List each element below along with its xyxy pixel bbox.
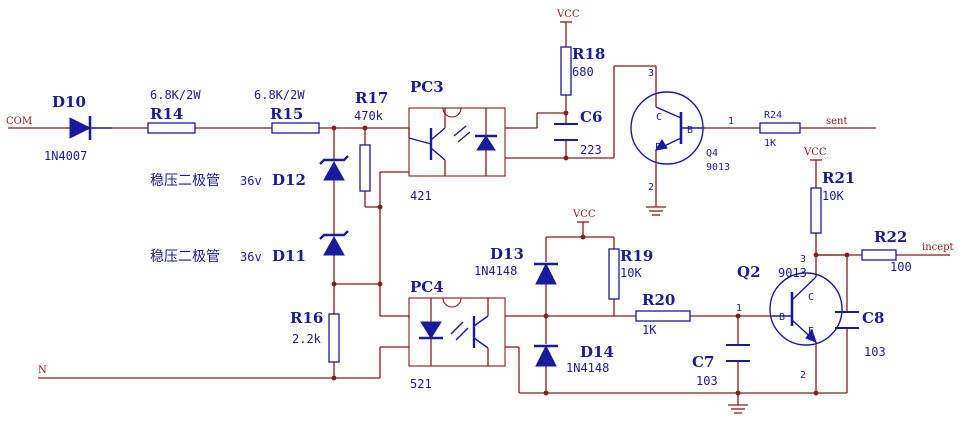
resistor-r15 [271, 122, 320, 134]
resistor-r20 [635, 310, 691, 322]
zener-d12 [319, 155, 349, 181]
c6-ref: C6 [580, 108, 602, 126]
vcc-mid-symbol: VCC [572, 209, 596, 223]
r18-ref: R18 [572, 45, 605, 63]
r14-ref: R14 [150, 105, 183, 123]
net-com-label: COM [6, 116, 32, 127]
r16-ref: R16 [290, 309, 323, 327]
c7-value: 103 [696, 374, 718, 388]
resistor-r21 [810, 187, 822, 234]
r19-value: 10K [620, 266, 642, 280]
r17-ref: R17 [355, 89, 388, 107]
pc3-part: 421 [410, 189, 432, 203]
q4-pin-emitter: 2 [648, 182, 654, 193]
transistor-q2 [769, 272, 843, 346]
q2-c-mark: C [808, 292, 814, 303]
vcc-right-label: VCC [803, 147, 827, 158]
vcc-mid-label: VCC [572, 209, 596, 220]
q4-e-mark: E [655, 142, 661, 153]
resistor-r18 [560, 46, 572, 96]
d11-rating: 36v [240, 250, 262, 264]
q2-pin-base: 1 [736, 303, 742, 314]
d10-ref: D10 [52, 93, 86, 111]
resistor-r19 [608, 248, 620, 300]
r14-value: 6.8K/2W [150, 88, 201, 102]
d11-ref: D11 [272, 247, 306, 265]
d14-ref: D14 [580, 343, 614, 361]
r24-value: 1K [764, 138, 776, 149]
c8-value: 103 [864, 345, 886, 359]
d14-value: 1N4148 [566, 361, 609, 375]
r20-value: 1K [642, 323, 657, 337]
resistor-r22 [861, 249, 897, 261]
q4-c-mark: C [656, 112, 662, 123]
d12-ref: D12 [272, 171, 306, 189]
r21-ref: R21 [822, 169, 855, 187]
r22-value: 100 [890, 260, 912, 274]
optocoupler-pc4 [408, 297, 506, 367]
pc3-ref: PC3 [410, 78, 444, 96]
r24-ref: R24 [764, 110, 782, 121]
diode-d10 [69, 116, 112, 140]
c6-value: 223 [580, 143, 602, 157]
pc4-ref: PC4 [410, 278, 444, 296]
ground-c7-symbol [728, 404, 748, 414]
q4-pin-collector: 3 [648, 68, 654, 79]
diode-d14 [534, 344, 558, 367]
c8-ref: C8 [862, 309, 884, 327]
q4-part: 9013 [706, 162, 730, 173]
q4-pin-base: 1 [728, 116, 734, 127]
vcc-right-symbol: VCC [803, 147, 827, 161]
c7-ref: C7 [692, 353, 714, 371]
resistor-r14 [147, 122, 196, 134]
transistor-q4 [630, 91, 705, 165]
q4-ref: Q4 [706, 148, 718, 159]
r15-ref: R15 [270, 105, 303, 123]
r22-ref: R22 [874, 228, 907, 246]
net-n-label: N [38, 365, 47, 376]
ground-q4-symbol [646, 206, 666, 216]
capacitor-c8 [835, 311, 859, 329]
zener-d11 [319, 230, 349, 256]
q2-part: 9013 [778, 266, 807, 280]
r18-value: 680 [572, 65, 594, 79]
r17-value: 470k [354, 109, 384, 123]
q2-b-mark: B [779, 312, 785, 323]
vcc-top-symbol: VCC [556, 9, 580, 23]
resistor-r16 [328, 313, 340, 363]
optocoupler-pc3 [408, 107, 506, 177]
pc4-part: 521 [410, 377, 432, 391]
d12-rating: 36v [240, 174, 262, 188]
q2-pin-emitter: 2 [800, 370, 806, 381]
resistor-r24 [759, 122, 801, 134]
net-incept-label: incept [922, 242, 954, 253]
resistor-r17 [359, 144, 371, 192]
q4-b-mark: B [687, 125, 693, 136]
diode-d13 [534, 262, 558, 285]
r16-value: 2.2k [292, 332, 322, 346]
d12-desc: 稳压二极管 [150, 173, 220, 189]
q2-e-mark: E [808, 326, 814, 337]
r19-ref: R19 [620, 247, 653, 265]
d11-desc: 稳压二极管 [150, 249, 220, 265]
d13-ref: D13 [490, 245, 524, 263]
r21-value: 10K [822, 189, 844, 203]
junctions [331, 110, 850, 396]
vcc-top-label: VCC [556, 9, 580, 20]
q2-ref: Q2 [737, 263, 761, 281]
r15-value: 6.8K/2W [254, 88, 305, 102]
q2-pin-collector: 3 [800, 254, 806, 265]
net-sent-label: sent [826, 116, 848, 127]
capacitor-c6 [554, 123, 578, 141]
capacitor-c7 [726, 344, 750, 362]
d13-value: 1N4148 [474, 264, 517, 278]
wires [8, 22, 950, 405]
d10-value: 1N4007 [44, 149, 87, 163]
r20-ref: R20 [642, 291, 675, 309]
